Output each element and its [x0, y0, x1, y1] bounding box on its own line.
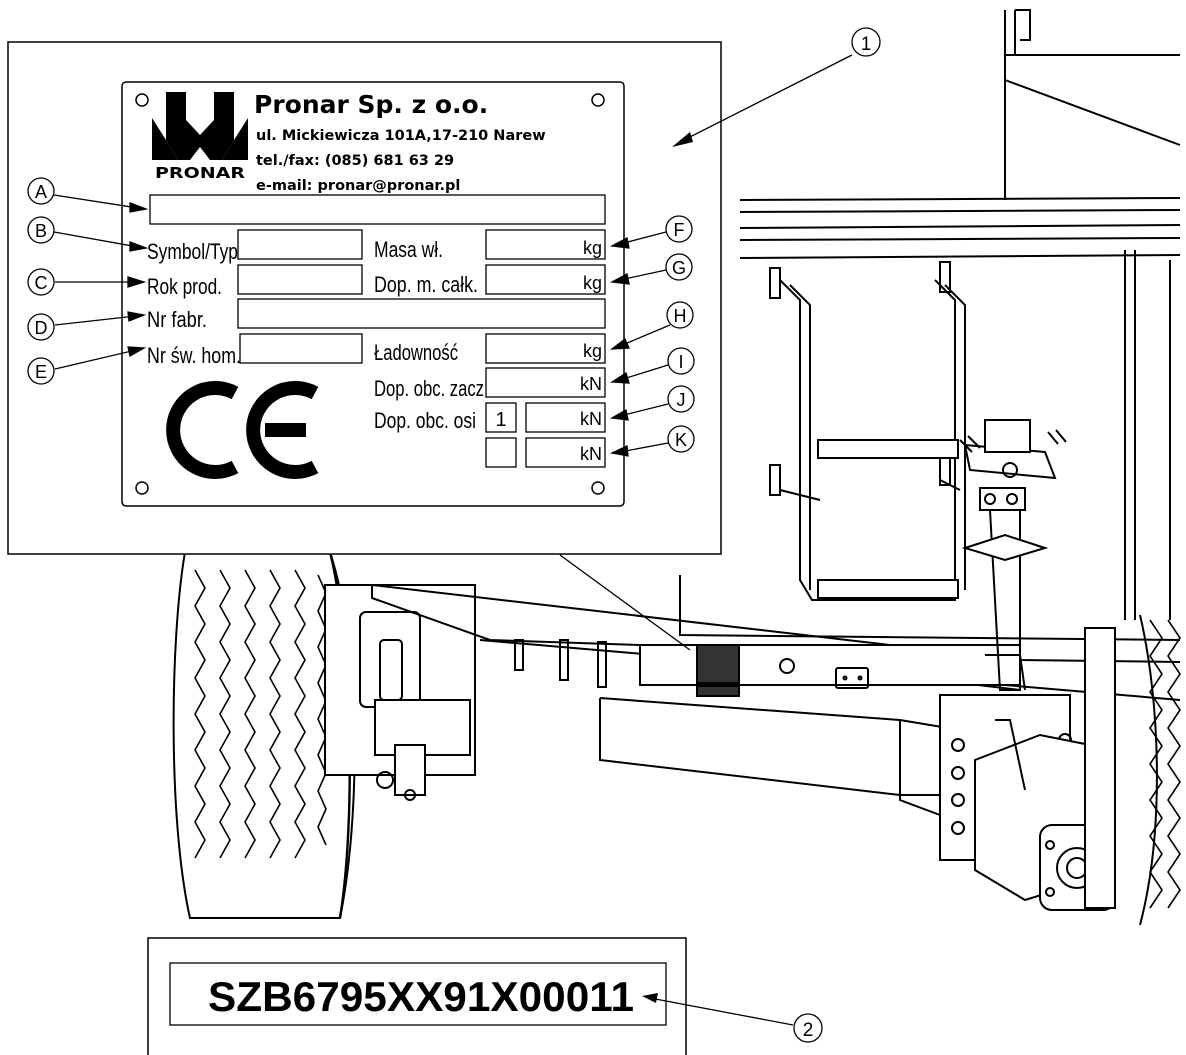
- right-wheel: [1139, 614, 1181, 926]
- company-name: Pronar Sp. z o.o.: [254, 90, 488, 119]
- callout-2: 2: [642, 993, 823, 1043]
- field-a-box: [149, 194, 606, 225]
- ladder: [769, 261, 966, 601]
- field-f-box: [485, 229, 606, 260]
- callout-a: A: [27, 177, 149, 213]
- svg-text:I: I: [678, 352, 683, 372]
- svg-text:K: K: [675, 430, 687, 450]
- ce-mark: CE: [0, 0, 319, 479]
- callout-b: B: [27, 216, 149, 252]
- label-serial-number: Nr fabr.: [147, 307, 207, 332]
- vin-number: SZB6795XX91X00011: [208, 973, 634, 1020]
- vin-plate: SZB6795XX91X00011: [147, 937, 687, 1055]
- label-hitch-load: Dop. obc. zacz: [374, 376, 484, 401]
- callout-e: E: [27, 346, 147, 385]
- label-production-year: Rok prod.: [147, 274, 222, 299]
- callout-d: D: [27, 311, 147, 341]
- field-d-box: [237, 298, 606, 329]
- pronar-logo: PRONAR: [152, 92, 248, 182]
- left-wheel: [172, 551, 356, 919]
- field-j-box: [525, 402, 606, 433]
- mounting-hole: [591, 93, 605, 107]
- callout-h: H: [609, 301, 694, 350]
- callout-k: K: [609, 425, 695, 457]
- unit-kg: kg: [583, 341, 602, 361]
- svg-text:F: F: [674, 220, 685, 240]
- label-symbol-type: Symbol/Typ: [147, 239, 238, 264]
- company-address: ul. Mickiewicza 101A,17-210 Narew: [256, 128, 546, 144]
- label-homologation-number: Nr św. hom.: [147, 343, 241, 368]
- label-gross-mass: Dop. m. całk.: [374, 272, 478, 297]
- support-jack: [324, 584, 476, 801]
- trailer-drawing: [172, 9, 1181, 926]
- field-g-box: [485, 264, 606, 295]
- label-axle-load: Dop. obc. osi: [374, 408, 476, 433]
- field-h-box: [485, 333, 606, 364]
- callout-2-label: 2: [803, 1020, 814, 1041]
- unit-kg: kg: [583, 238, 602, 258]
- svg-text:H: H: [674, 306, 687, 326]
- light-holder: [959, 419, 1067, 691]
- field-b-box: [237, 229, 363, 260]
- callout-c: C: [27, 268, 147, 296]
- label-payload: Ładowność: [374, 340, 458, 365]
- label-tare-mass: Masa wł.: [374, 237, 443, 262]
- callout-f: F: [609, 215, 693, 249]
- svg-text:E: E: [35, 362, 47, 382]
- callout-g: G: [609, 253, 693, 285]
- field-c-box: [237, 264, 363, 295]
- unit-kn: kN: [580, 444, 602, 464]
- ce-mark-text: CE: [0, 0, 2, 1]
- callout-i: I: [609, 347, 695, 384]
- axle-1-number-box: [485, 402, 517, 433]
- axle-1-number: 1: [495, 409, 506, 431]
- unit-kn: kN: [580, 374, 602, 394]
- callout-1-label: 1: [861, 34, 872, 55]
- unit-kn: kN: [580, 409, 602, 429]
- svg-text:D: D: [35, 318, 48, 338]
- field-e-box: [239, 333, 363, 364]
- mounting-hole: [135, 93, 149, 107]
- letter-callouts: A B C D E: [27, 177, 695, 457]
- logo-wordmark: PRONAR: [155, 164, 246, 182]
- company-phone: tel./fax: (085) 681 63 29: [256, 153, 454, 169]
- company-email: e-mail: pronar@pronar.pl: [256, 178, 460, 194]
- nameplate: PRONAR Pronar Sp. z o.o. ul. Mickiewicza…: [0, 0, 625, 507]
- svg-text:C: C: [35, 273, 48, 293]
- svg-text:G: G: [672, 258, 686, 278]
- chassis-frame: [371, 584, 1181, 816]
- field-i-box: [485, 367, 606, 398]
- svg-text:J: J: [677, 390, 686, 410]
- zoom-leader-line: [559, 554, 691, 651]
- mounting-hole: [591, 481, 605, 495]
- callout-j: J: [609, 385, 695, 421]
- callout-1: 1: [672, 27, 881, 147]
- svg-text:B: B: [35, 221, 47, 241]
- towing-hitch: [939, 627, 1116, 911]
- unit-kg: kg: [583, 273, 602, 293]
- mounting-hole: [135, 481, 149, 495]
- trailer-body: [679, 9, 1181, 641]
- axle-2-number-box: [485, 437, 517, 468]
- svg-text:A: A: [35, 182, 47, 202]
- field-k-box: [525, 437, 606, 468]
